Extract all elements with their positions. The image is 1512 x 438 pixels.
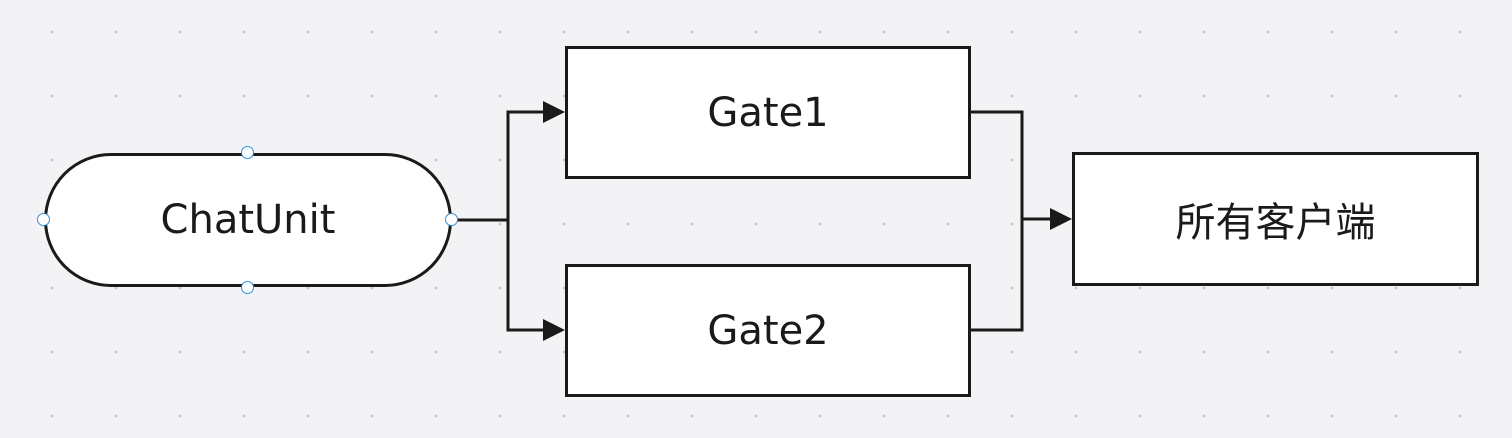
arrowhead-to-gate2 (543, 319, 565, 341)
gate1-node[interactable]: Gate1 (565, 46, 971, 179)
gate2-label: Gate2 (707, 307, 829, 354)
gate2-node[interactable]: Gate2 (565, 264, 971, 397)
chatunit-label: ChatUnit (160, 197, 336, 243)
all-clients-node[interactable]: 所有客户端 (1072, 152, 1479, 286)
arrowhead-to-gate1 (543, 101, 565, 123)
connector-chatunit-to-gate1[interactable] (452, 110, 550, 222)
selection-handle-left[interactable] (37, 213, 50, 226)
connector-gate1-to-clients[interactable] (971, 110, 1024, 219)
selection-handle-right[interactable] (445, 213, 458, 226)
connector-chatunit-to-gate2[interactable] (506, 220, 550, 332)
arrowhead-to-clients (1050, 208, 1072, 230)
all-clients-label: 所有客户端 (1175, 200, 1376, 246)
connector-gate2-to-clients[interactable] (971, 219, 1024, 332)
selection-handle-bottom[interactable] (241, 281, 254, 294)
gate1-label: Gate1 (707, 89, 829, 136)
chatunit-node[interactable]: ChatUnit (44, 153, 452, 287)
selection-handle-top[interactable] (241, 146, 254, 159)
